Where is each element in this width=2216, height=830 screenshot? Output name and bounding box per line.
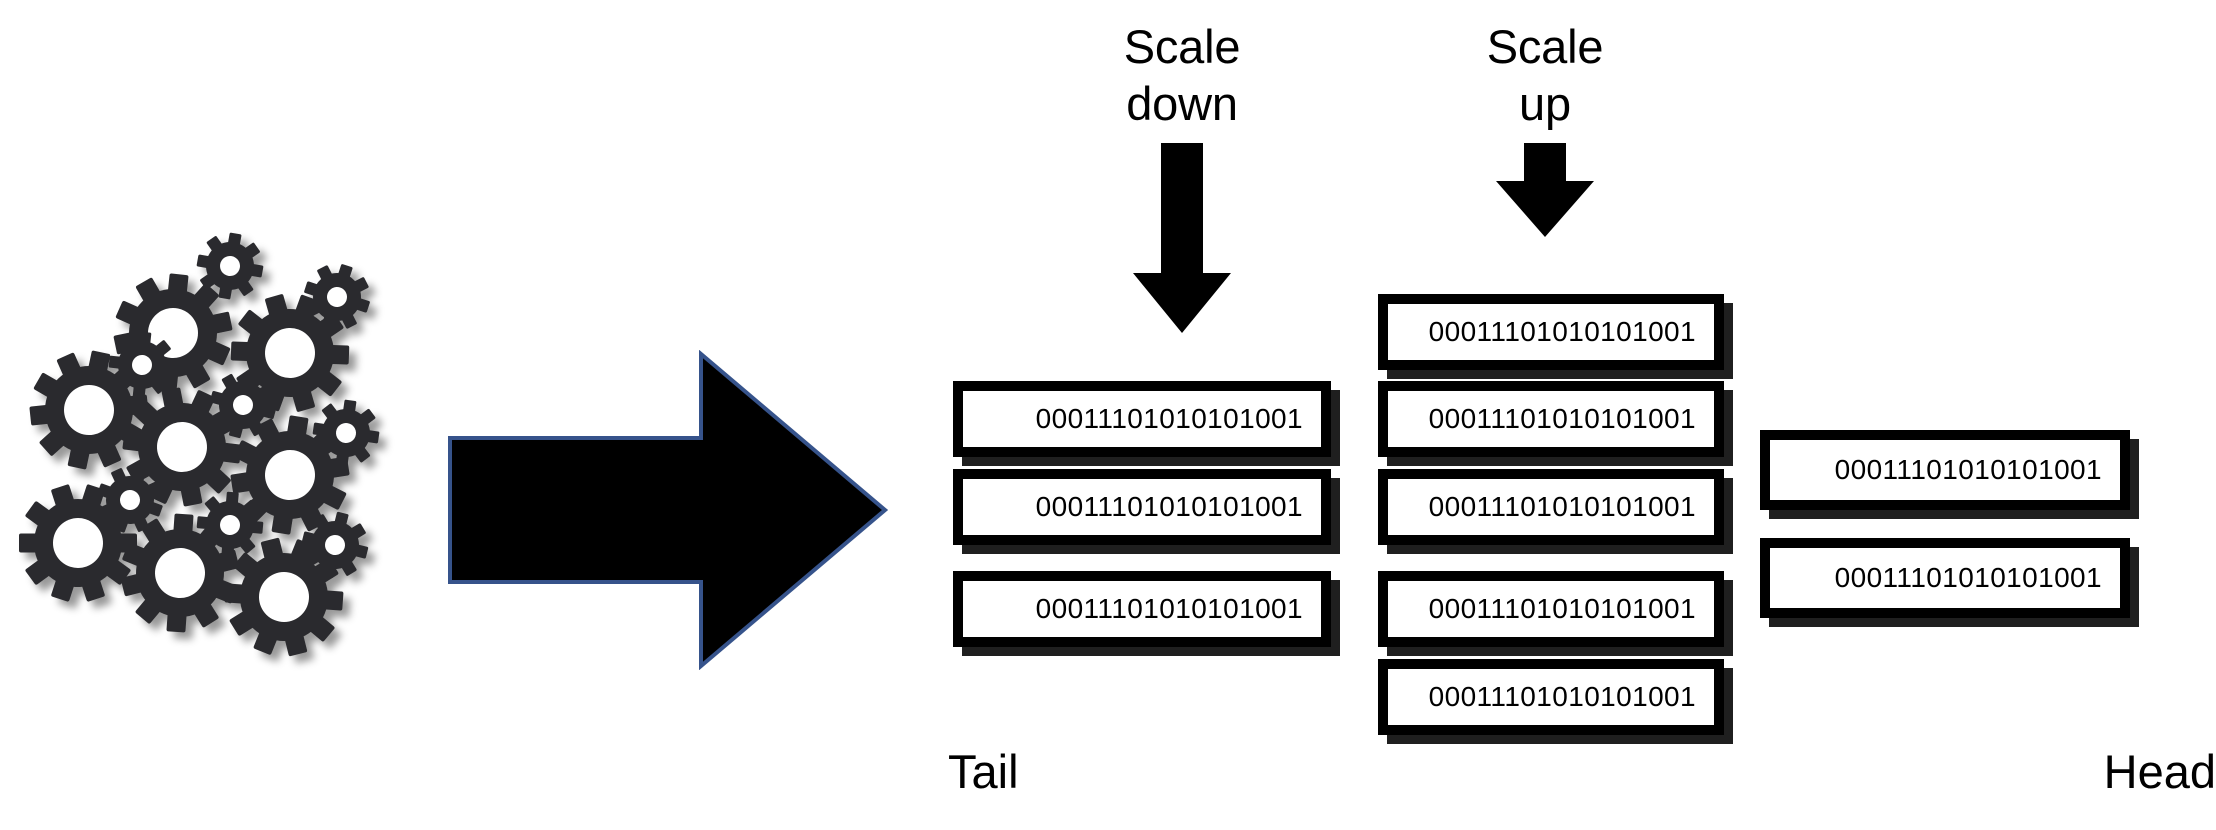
- bit-value: 00011101010101001: [1035, 491, 1303, 522]
- bit-value: 00011101010101001: [1834, 454, 2102, 485]
- bit-value: 00011101010101001: [1035, 593, 1303, 624]
- head-label: Head: [2103, 745, 2216, 798]
- scale-down-label: Scale down: [1123, 20, 1241, 131]
- bit-box[interactable]: 00011101010101001: [1760, 538, 2130, 618]
- bit-box[interactable]: 00011101010101001: [953, 469, 1331, 545]
- bit-value: 00011101010101001: [1035, 403, 1303, 434]
- flow-arrow-right: [448, 350, 888, 670]
- bit-value: 00011101010101001: [1428, 403, 1696, 434]
- gear-cluster: [3, 225, 470, 675]
- scale-up-annotation: Scale up: [1455, 18, 1635, 253]
- bit-value: 00011101010101001: [1428, 316, 1696, 347]
- bit-box[interactable]: 00011101010101001: [1378, 469, 1724, 545]
- bit-box[interactable]: 00011101010101001: [953, 381, 1331, 457]
- bit-value: 00011101010101001: [1834, 562, 2102, 593]
- bit-column-middle: 00011101010101001 00011101010101001 0001…: [1378, 0, 1726, 830]
- bit-column-head: 00011101010101001 00011101010101001: [1760, 0, 2132, 830]
- scale-down-annotation: Scale down: [1072, 18, 1292, 333]
- scale-up-arrow-icon: [1455, 133, 1635, 253]
- bit-box[interactable]: 00011101010101001: [1378, 294, 1724, 370]
- bit-box[interactable]: 00011101010101001: [953, 571, 1331, 647]
- bit-box[interactable]: 00011101010101001: [1378, 659, 1724, 735]
- scale-up-label: Scale up: [1486, 20, 1604, 131]
- bit-box[interactable]: 00011101010101001: [1378, 381, 1724, 457]
- bit-column-tail: 00011101010101001 00011101010101001 0001…: [953, 0, 1333, 830]
- tail-label: Tail: [948, 745, 1019, 798]
- bit-value: 00011101010101001: [1428, 491, 1696, 522]
- bit-box[interactable]: 00011101010101001: [1760, 430, 2130, 510]
- bit-box[interactable]: 00011101010101001: [1378, 571, 1724, 647]
- bit-value: 00011101010101001: [1428, 593, 1696, 624]
- bit-value: 00011101010101001: [1428, 681, 1696, 712]
- scale-down-arrow-icon: [1072, 133, 1292, 333]
